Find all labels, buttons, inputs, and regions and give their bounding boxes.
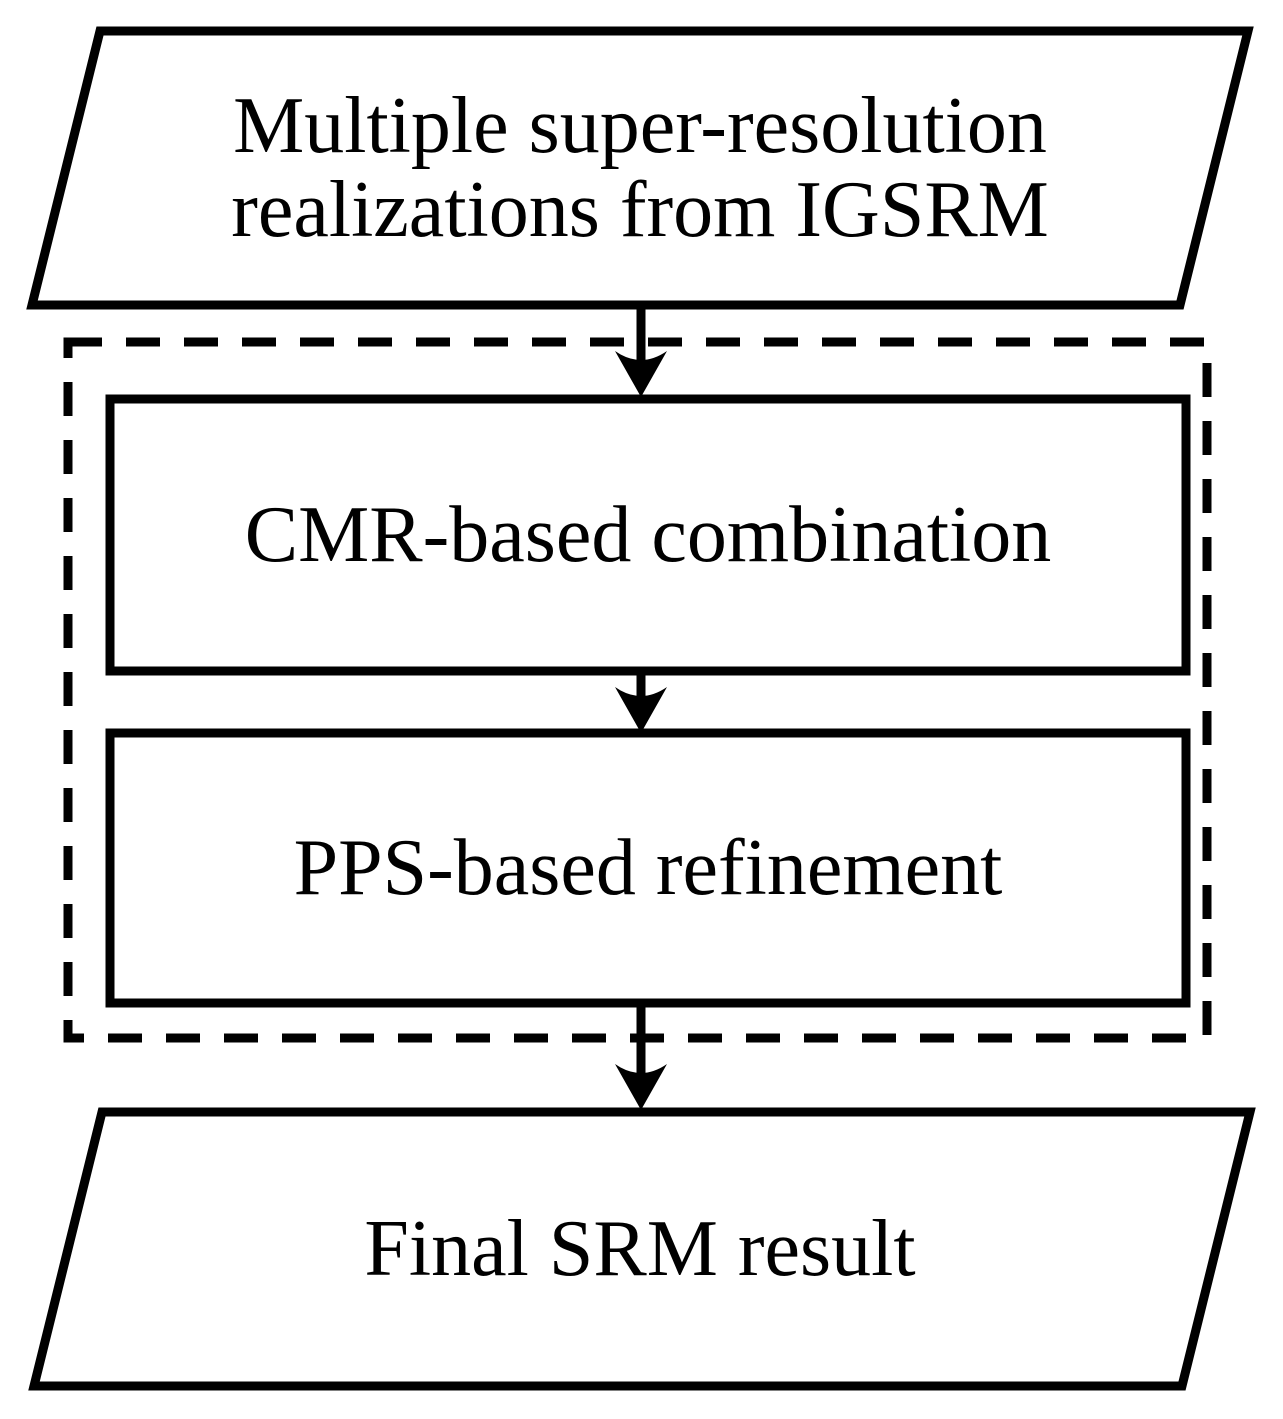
arrow-pps-to-output bbox=[615, 1003, 667, 1110]
input-parallelogram-shape bbox=[26, 26, 1254, 310]
cmr-process-box-shape bbox=[105, 394, 1191, 676]
output-parallelogram-shape bbox=[28, 1107, 1256, 1391]
arrowhead-icon bbox=[615, 351, 667, 397]
arrow-cmr-to-pps bbox=[615, 671, 667, 733]
arrowhead-icon bbox=[615, 687, 667, 733]
arrowhead-icon bbox=[615, 1064, 667, 1110]
arrow-input-to-cmr bbox=[615, 307, 667, 397]
pps-process-box-shape bbox=[105, 728, 1191, 1008]
